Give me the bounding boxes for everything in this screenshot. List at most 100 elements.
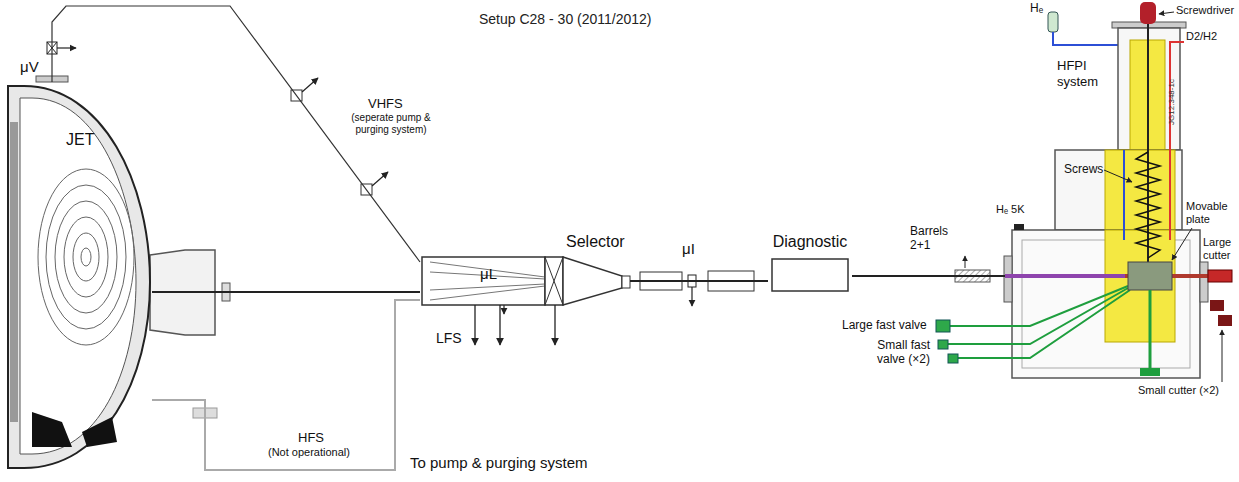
coil-block <box>10 122 18 422</box>
leader-arrow <box>1159 12 1174 14</box>
label-slot: (seperate pump & purging system) <box>345 112 437 136</box>
part-name: Screws <box>1064 162 1103 176</box>
cutter-symbol <box>1208 270 1232 282</box>
flux-surface <box>46 185 126 329</box>
flange <box>1004 256 1012 302</box>
part-name: Small cutter (×2) <box>1138 384 1219 397</box>
leader-arrow <box>1104 170 1132 182</box>
pipe-line <box>630 280 768 282</box>
pump-arrow <box>372 172 388 186</box>
pump-note: To pump & purging system <box>410 454 588 472</box>
plate-rod <box>1149 290 1152 370</box>
label-slot: Screwdriver <box>1176 4 1234 17</box>
divertor <box>32 412 117 447</box>
node-label: JET <box>66 130 96 149</box>
screw-symbol <box>1136 152 1160 258</box>
valve-name: μL <box>480 265 497 283</box>
pump-arrow <box>554 305 555 345</box>
label-slot: Hₑ <box>1030 1 1043 15</box>
part-name: Large fast valve <box>842 318 927 332</box>
drawing-number: JG12.348-1c <box>1167 79 1177 125</box>
part-name: Barrels 2+1 <box>910 224 956 253</box>
lower-vessel <box>1012 230 1200 378</box>
flux-surface <box>38 169 134 345</box>
pipe-stub <box>622 276 630 288</box>
helium-pipe <box>1123 150 1125 240</box>
flux-surface <box>64 217 108 297</box>
selector-valve <box>545 257 563 305</box>
leader-arrow <box>1222 330 1223 382</box>
flux-surface <box>81 248 91 266</box>
cutter-symbol <box>1210 300 1224 311</box>
vessel-wall <box>8 86 150 468</box>
vessel-inner <box>20 98 136 454</box>
leader-arrow <box>965 256 966 268</box>
part-name: Movable plate <box>1186 200 1236 226</box>
label-slot: Large cutter <box>1203 236 1237 262</box>
node-label: HFPI system <box>1057 58 1116 89</box>
label-slot: Large fast valve <box>842 318 927 332</box>
pipe-line <box>152 291 420 293</box>
part-name: Screwdriver <box>1176 4 1234 17</box>
tokamak-vessel: JET <box>2 82 152 472</box>
fast-valve <box>948 354 958 363</box>
line-name: VHFS <box>368 96 403 112</box>
diagnostic-unit: Diagnostic <box>768 232 852 292</box>
label-slot: Screws <box>1064 162 1103 176</box>
label-slot: D2/H2 <box>1186 30 1217 43</box>
pump-arrow <box>499 305 500 345</box>
line-note: (seperate pump & purging system) <box>345 112 437 136</box>
label-slot: μI <box>682 240 695 258</box>
pump-arrow <box>57 47 76 48</box>
pump-arrow <box>691 287 692 306</box>
selector-unit: Selector <box>420 232 630 308</box>
label-slot: LFS <box>436 330 462 347</box>
barrel-line <box>1005 274 1125 278</box>
plate-base <box>1140 368 1160 376</box>
label-slot: μV <box>20 58 39 76</box>
fast-valve <box>938 340 948 349</box>
label-slot: Movable plate <box>1186 200 1236 226</box>
label-slot: JG12.348-1c <box>1172 95 1218 113</box>
pump-arrow <box>302 78 318 92</box>
pipe-line <box>852 275 1005 277</box>
screwdriver-symbol <box>1140 2 1156 24</box>
part-name: Small fast valve (×2) <box>858 338 930 367</box>
cold-column <box>1105 230 1175 342</box>
label-slot: VHFS <box>368 96 403 112</box>
part-name: Large cutter <box>1203 236 1237 262</box>
pipe-line <box>152 300 420 470</box>
cryo-port <box>1014 224 1024 230</box>
valve-name: μV <box>20 58 39 76</box>
gas-pipe <box>1170 42 1184 240</box>
gas-name: Hₑ 5K <box>996 203 1025 216</box>
label-slot: Small cutter (×2) <box>1138 384 1219 397</box>
selector-channels <box>430 262 545 300</box>
pump-arrow <box>474 305 475 345</box>
label-slot: (Not operational) <box>268 446 350 459</box>
node-label: Diagnostic <box>773 232 849 251</box>
line-note: (Not operational) <box>268 446 350 459</box>
line-name: LFS <box>436 330 462 347</box>
leader-arrow <box>1172 228 1192 260</box>
label-slot: Small fast valve (×2) <box>858 338 930 367</box>
valve-pipe <box>950 286 1128 326</box>
label-slot: To pump & purging system <box>410 454 588 472</box>
gas-name: Hₑ <box>1030 1 1043 15</box>
valve-name: μI <box>682 240 695 258</box>
cutter-symbol <box>1218 315 1232 326</box>
fast-valve <box>936 320 950 332</box>
diagram-title: Setup C28 - 30 (2011/2012) <box>479 11 652 28</box>
gas-name: D2/H2 <box>1186 30 1217 43</box>
selector-valve <box>545 257 563 305</box>
selector-body <box>422 257 545 305</box>
flux-surface <box>73 233 99 281</box>
selector-cone <box>563 257 622 305</box>
flange <box>1200 262 1208 302</box>
middle-vessel <box>1055 150 1182 230</box>
cold-column <box>1105 150 1175 230</box>
valve-pipe <box>948 288 1128 344</box>
title-slot: Setup C28 - 30 (2011/2012) <box>479 10 652 28</box>
label-slot: μL <box>480 265 497 283</box>
